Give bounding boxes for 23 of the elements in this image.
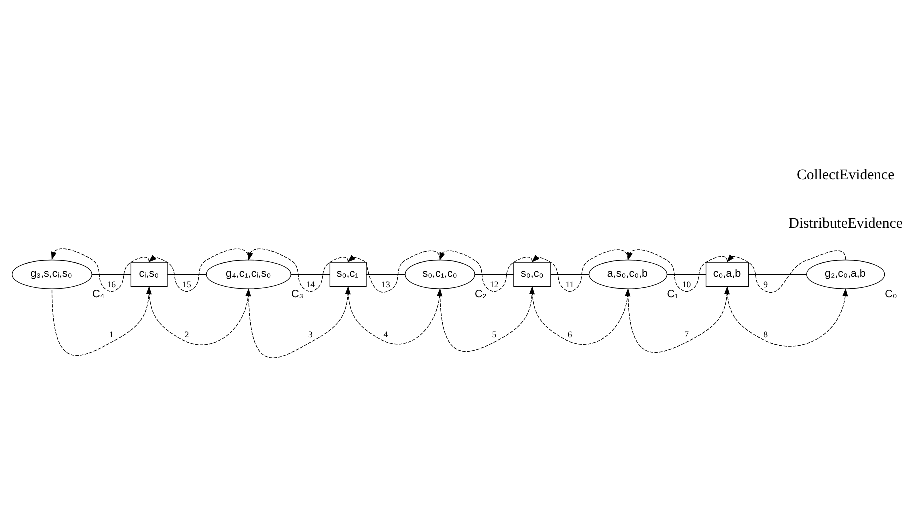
edge-label: 7 [684, 328, 689, 339]
node-label: C₃ [291, 288, 304, 300]
edge-label: 5 [492, 328, 497, 339]
node-label: C₁ [667, 288, 679, 300]
edge-label: 13 [382, 279, 390, 290]
edge-label: 10 [682, 279, 692, 290]
edge-label: 15 [182, 279, 192, 290]
edge-label: 2 [184, 328, 190, 339]
edge-label: 4 [384, 328, 388, 339]
edge-label: 11 [566, 279, 574, 290]
edge-label: 14 [306, 279, 316, 290]
node-label: C₄ [92, 288, 105, 300]
edge-label: 8 [764, 328, 768, 339]
edge-label: 1 [109, 328, 114, 339]
label: DistributeEvidence [788, 215, 903, 232]
edge-label: 6 [568, 328, 572, 339]
edge-label: 3 [308, 328, 313, 339]
node-label: C₂ [475, 288, 487, 300]
label: CollectEvidence [796, 167, 895, 184]
node-label: C₀ [885, 288, 898, 300]
edge-label: 12 [490, 279, 499, 290]
edge-label: 16 [107, 279, 116, 290]
edge-label: 9 [764, 279, 768, 290]
